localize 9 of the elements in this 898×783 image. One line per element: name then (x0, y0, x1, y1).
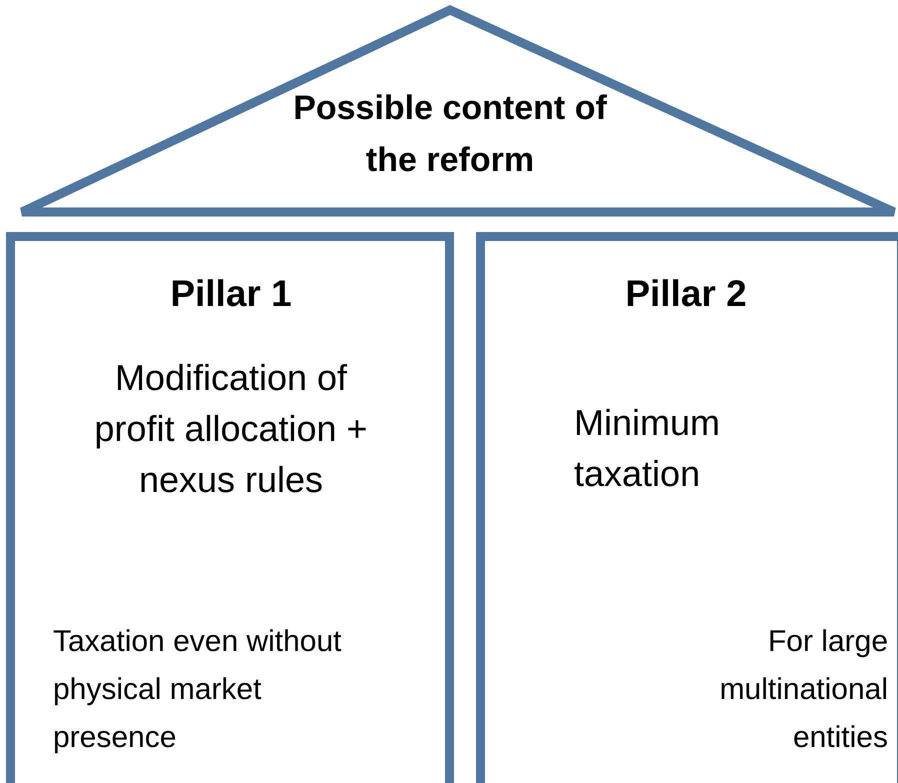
pillar-description: Modification of profit allocation + nexus rules (93, 356, 369, 502)
pillar-note: For large multinational entities (718, 624, 888, 756)
roof-title: Possible content of the reform (292, 88, 608, 181)
pillar-title: Pillar 2 (624, 272, 748, 316)
pillar-box (476, 232, 898, 783)
pillar-box (6, 232, 454, 783)
pillar-title: Pillar 1 (169, 272, 293, 316)
pillar-note: Taxation even without physical market presence (53, 624, 343, 756)
pillar-description: Minimum taxation (574, 401, 722, 496)
